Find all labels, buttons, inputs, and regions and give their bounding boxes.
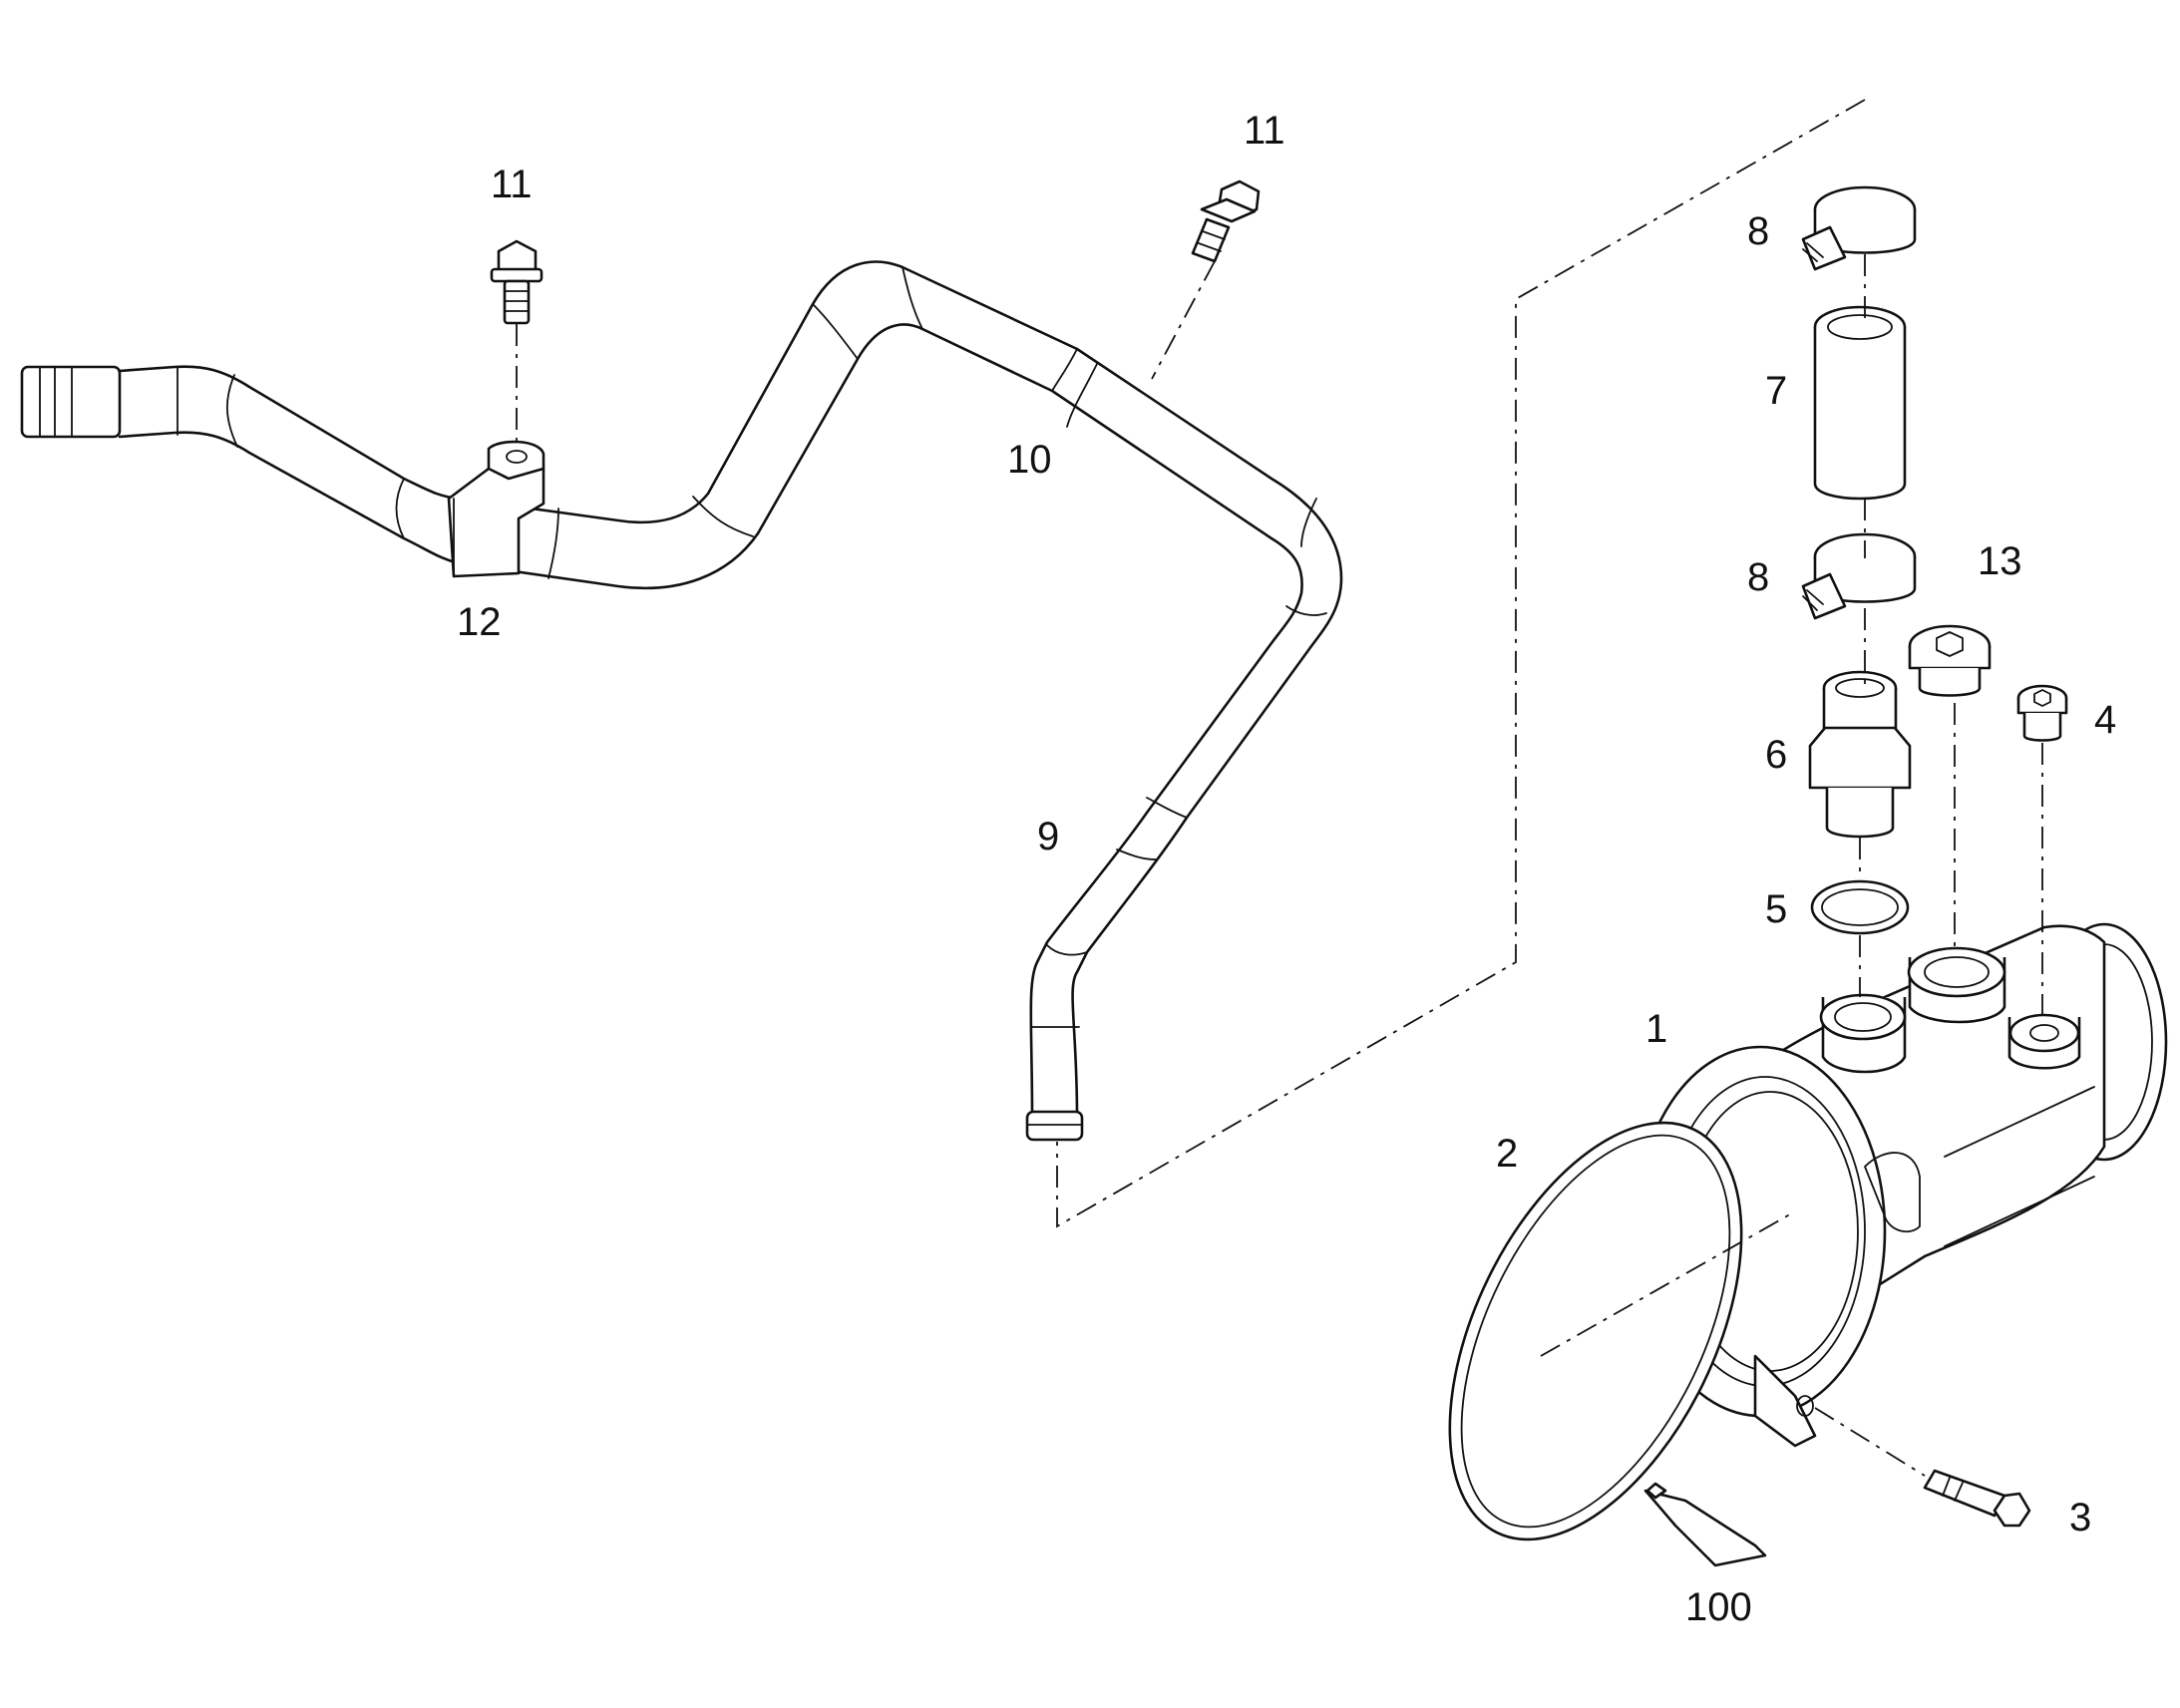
callout-12: 12 [457, 600, 502, 644]
bolt-left [490, 239, 544, 325]
hose-clamp-lower [1801, 532, 1917, 620]
callout-3: 3 [2069, 1496, 2091, 1539]
callout-11-left: 11 [491, 163, 533, 206]
hose-clamp [447, 440, 545, 578]
screw-plug-large [1908, 624, 1992, 697]
screw-plug-small [2016, 684, 2068, 742]
bolt-right [1191, 179, 1261, 263]
callout-6: 6 [1765, 733, 1787, 777]
callout-13: 13 [1978, 539, 2022, 583]
assembly-lines [516, 99, 2043, 1477]
callout-8-lower: 8 [1747, 555, 1769, 599]
sealant-tube [1643, 1482, 1767, 1567]
callout-10: 10 [1007, 438, 1052, 482]
callout-7: 7 [1765, 369, 1787, 413]
o-ring-large [1448, 1121, 1743, 1541]
hose-fitting [1808, 670, 1912, 839]
hose-assembly [20, 260, 1343, 1142]
callout-11-right: 11 [1244, 109, 1285, 153]
callout-2: 2 [1496, 1132, 1518, 1176]
callout-labels: 1 2 3 4 5 6 7 8 8 9 10 11 11 12 13 100 [457, 109, 2116, 1629]
callout-1: 1 [1645, 1007, 1667, 1051]
callout-100: 100 [1685, 1585, 1752, 1629]
housing-bolt [1923, 1469, 2031, 1528]
callout-4: 4 [2094, 698, 2116, 742]
o-ring-small [1810, 879, 1910, 935]
callout-5: 5 [1765, 887, 1787, 931]
hose-segment [1813, 305, 1907, 501]
callout-8-upper: 8 [1747, 209, 1769, 253]
hose-clamp-upper [1801, 185, 1917, 271]
callout-9: 9 [1037, 815, 1059, 858]
